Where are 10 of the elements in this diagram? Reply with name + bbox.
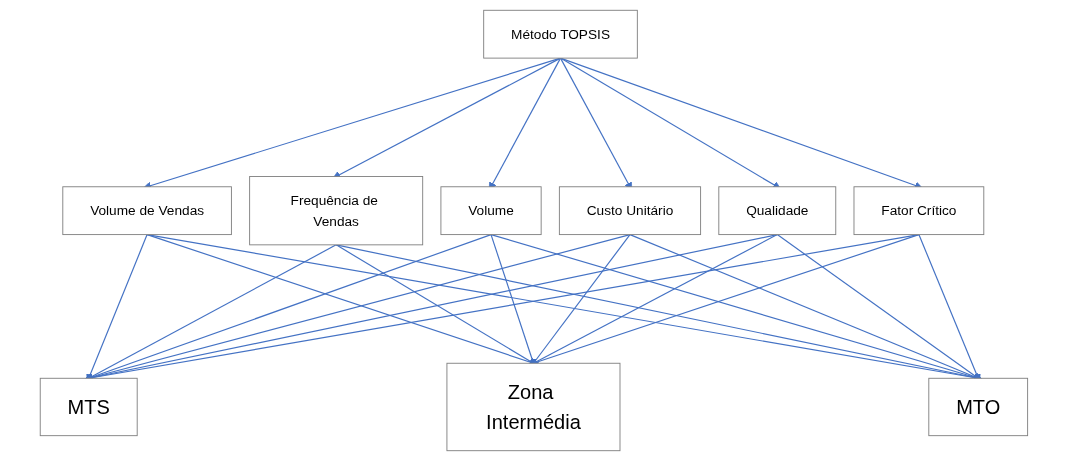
node-box: Volume [440, 186, 542, 236]
node-box: MTO [928, 377, 1029, 437]
node-box: MTS [39, 377, 138, 437]
node-box: Zona Intermédia [446, 362, 621, 452]
node-box: Método TOPSIS [483, 9, 638, 59]
node-box: Qualidade [718, 186, 837, 236]
node-box: Frequência de Vendas [249, 176, 424, 246]
node-box: Custo Unitário [558, 186, 702, 236]
node-box: Fator Crítico [853, 186, 985, 236]
node-box: Volume de Vendas [62, 186, 232, 236]
